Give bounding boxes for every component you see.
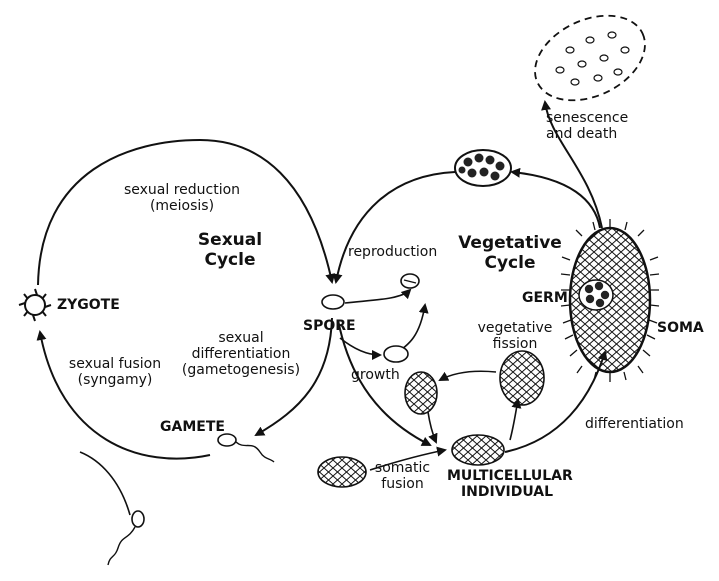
soma-to-colony-arrow — [510, 167, 601, 229]
daughter-colony-icon — [454, 149, 512, 187]
vegetative-fission-line1: vegetative — [477, 320, 553, 336]
gamete-icon — [217, 433, 275, 463]
sexual-fusion-line2: (syngamy) — [77, 372, 153, 388]
fission-left-arrow — [438, 370, 497, 381]
senescence-line2: and death — [546, 126, 618, 142]
differentiation-label: differentiation — [585, 416, 684, 432]
sexual-diff-line3: (gametogenesis) — [181, 362, 301, 378]
senescence-line1: senescence — [546, 110, 629, 126]
multicellular-line1: MULTICELLULAR — [447, 468, 573, 484]
spore-icon — [321, 294, 345, 310]
soma-label: SOMA — [657, 320, 704, 336]
meiosis-arrow — [37, 138, 336, 286]
somatic-fusion-line1: somatic — [374, 460, 431, 476]
gametogenesis-arrow — [254, 317, 333, 436]
sexual-cycle-title: Sexual Cycle — [190, 230, 270, 270]
multicellular-label: MULTICELLULAR INDIVIDUAL — [447, 468, 573, 500]
multicellular-line2: INDIVIDUAL — [460, 484, 554, 500]
sexual-fusion-line1: sexual fusion — [68, 356, 162, 372]
germ-label: GERM — [522, 290, 568, 306]
vegetative-title-line1: Vegetative — [458, 233, 562, 253]
zygote-icon — [18, 288, 52, 322]
colony-to-spore-arrow — [332, 171, 456, 284]
vegetative-title-line2: Cycle — [484, 253, 536, 273]
zygote-label: ZYGOTE — [57, 297, 120, 313]
incoming-gamete-path — [79, 451, 131, 516]
growth-arrow — [339, 337, 382, 360]
sexual-title-line1: Sexual — [197, 230, 263, 250]
sexual-differentiation-label: sexual differentiation (gametogenesis) — [166, 330, 316, 378]
fission-up-arrow — [509, 398, 522, 441]
sexual-reduction-line1: sexual reduction — [123, 182, 241, 198]
small-colony-icon — [404, 371, 438, 415]
gamete-label: GAMETE — [160, 419, 225, 435]
spore-label: SPORE — [303, 318, 356, 334]
sexual-title-line2: Cycle — [204, 250, 256, 270]
senescence-arrow — [541, 100, 603, 229]
reproduction-arrow — [344, 288, 412, 304]
senescence-label: senescence and death — [546, 110, 628, 142]
somatic-fusion-arrow — [369, 446, 447, 471]
somatic-fusion-line2: fusion — [381, 476, 424, 492]
reproduction-label: reproduction — [348, 244, 438, 260]
incoming-gamete-icon — [107, 510, 145, 566]
sexual-diff-line1: sexual — [218, 330, 264, 346]
growth-label: growth — [351, 367, 400, 383]
somatic-colony-icon — [317, 456, 367, 488]
sexual-reduction-label: sexual reduction (meiosis) — [112, 182, 252, 214]
vegetative-fission-line2: fission — [492, 336, 538, 352]
syngamy-arrow — [36, 330, 211, 460]
soma-colony-icon — [560, 219, 660, 382]
senescent-colony-icon — [534, 14, 646, 102]
growing-cell-icon — [383, 345, 409, 363]
sexual-fusion-label: sexual fusion (syngamy) — [55, 356, 175, 388]
sexual-reduction-line2: (meiosis) — [149, 198, 215, 214]
fission-colony-icon — [499, 350, 545, 406]
somatic-fusion-label: somatic fusion — [365, 460, 440, 492]
vegetative-fission-label: vegetative fission — [465, 320, 565, 352]
vegetative-cycle-title: Vegetative Cycle — [455, 233, 565, 273]
colony-to-multi-arrow — [427, 411, 438, 444]
multicellular-icon — [451, 434, 505, 466]
sexual-diff-line2: differentiation — [191, 346, 291, 362]
